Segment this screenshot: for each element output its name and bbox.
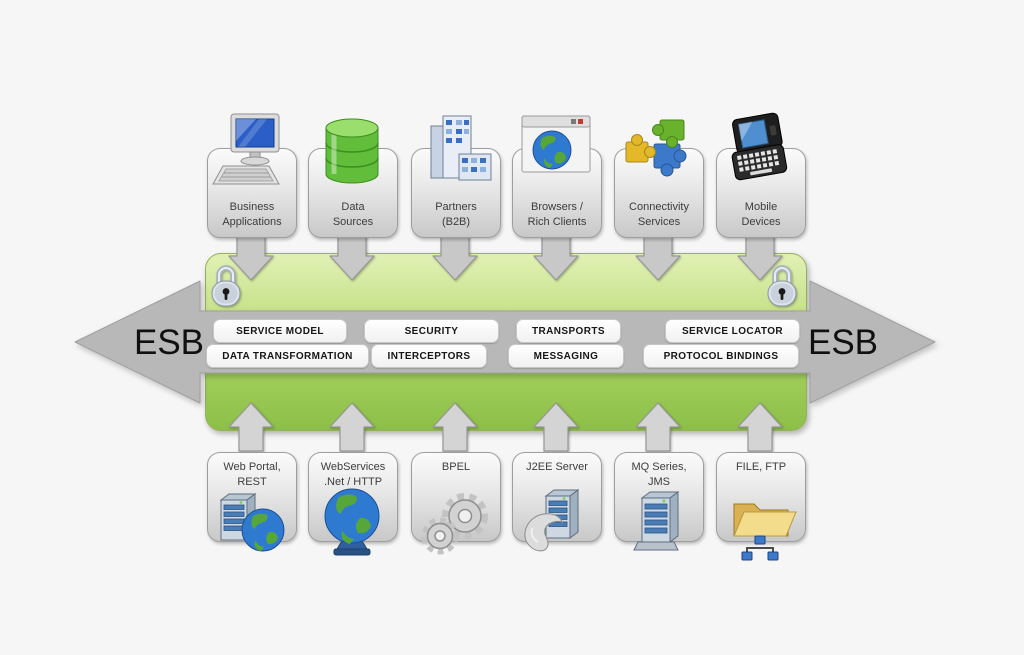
node-label-line2: Devices — [741, 216, 781, 228]
node-label: FILE, FTP — [717, 460, 805, 475]
pill-transports: TRANSPORTS — [516, 319, 621, 343]
esb-label-left: ESB — [133, 323, 205, 362]
up-arrow-icon — [737, 402, 783, 452]
pill-label: TRANSPORTS — [532, 325, 605, 337]
down-arrow-icon — [228, 234, 274, 281]
pill-label: SERVICE MODEL — [236, 325, 324, 337]
node-label-line2: .Net / HTTP — [323, 476, 383, 488]
pill-data-transformation: DATA TRANSFORMATION — [206, 344, 369, 368]
pill-label: SERVICE LOCATOR — [681, 325, 783, 337]
node-label: WebServices .Net / HTTP — [309, 460, 397, 490]
pill-label: DATA TRANSFORMATION — [222, 350, 353, 362]
node-label: Connectivity Services — [615, 200, 703, 230]
node-label-line1: FILE, FTP — [735, 461, 787, 473]
globe-stand-icon — [312, 484, 392, 568]
node-label-line2: Services — [637, 216, 681, 228]
node-label-line2: Sources — [332, 216, 374, 228]
node-label-line2: REST — [237, 476, 267, 488]
pill-messaging: MESSAGING — [508, 344, 624, 368]
browser-globe-icon — [516, 112, 596, 196]
node-label: Mobile Devices — [717, 200, 805, 230]
node-label-line1: Connectivity — [629, 201, 689, 213]
node-label-line2: Rich Clients — [527, 216, 587, 228]
pill-service-model: SERVICE MODEL — [213, 319, 347, 343]
pill-label: MESSAGING — [533, 350, 599, 362]
folder-network-icon — [720, 484, 800, 568]
node-label-line1: Browsers / — [531, 201, 583, 213]
node-label-line1: Business — [229, 201, 275, 213]
node-webservices-net-http: WebServices .Net / HTTP — [308, 452, 398, 542]
up-arrow-icon — [635, 402, 681, 452]
down-arrow-icon — [432, 234, 478, 281]
node-label: Partners (B2B) — [412, 200, 500, 230]
node-label-line1: BPEL — [441, 461, 471, 473]
node-label: MQ Series, JMS — [615, 460, 703, 490]
buildings-icon — [415, 112, 495, 196]
pill-security: SECURITY — [364, 319, 499, 343]
node-label-line1: Mobile — [744, 201, 778, 213]
lock-icon — [766, 261, 798, 307]
node-label: Business Applications — [208, 200, 296, 230]
node-label-line1: Partners — [435, 201, 477, 213]
up-arrow-icon — [533, 402, 579, 452]
server-globe-icon — [211, 484, 291, 568]
esb-label-right: ESB — [807, 323, 879, 362]
down-arrow-icon — [737, 234, 783, 281]
pill-service-locator: SERVICE LOCATOR — [665, 319, 800, 343]
node-label-line1: MQ Series, — [631, 461, 687, 473]
up-arrow-icon — [329, 402, 375, 452]
down-arrow-icon — [533, 234, 579, 281]
mobile-device-icon — [720, 112, 800, 196]
up-arrow-icon — [432, 402, 478, 452]
down-arrow-icon — [635, 234, 681, 281]
pill-interceptors: INTERCEPTORS — [371, 344, 487, 368]
pill-protocol-bindings: PROTOCOL BINDINGS — [643, 344, 799, 368]
node-label: BPEL — [412, 460, 500, 475]
pill-label: SECURITY — [404, 325, 459, 337]
puzzle-icon — [618, 112, 698, 196]
pill-label: PROTOCOL BINDINGS — [663, 350, 779, 362]
node-label-line1: Web Portal, — [223, 461, 281, 473]
node-label-line1: J2EE Server — [526, 461, 588, 473]
down-arrow-icon — [329, 234, 375, 281]
lock-icon — [210, 261, 242, 307]
gears-icon — [415, 484, 495, 568]
computer-icon — [211, 112, 291, 196]
node-label-line2: JMS — [648, 476, 670, 488]
node-label: Web Portal, REST — [208, 460, 296, 490]
node-label-line2: (B2B) — [441, 216, 471, 228]
node-label-line1: WebServices — [320, 461, 386, 473]
server-tower-icon — [618, 484, 698, 568]
bean-server-icon — [516, 484, 596, 568]
node-label-line1: Data — [341, 201, 365, 213]
node-label: J2EE Server — [513, 460, 601, 475]
node-label-line2: Applications — [222, 216, 282, 228]
database-icon — [312, 112, 392, 196]
pill-label: INTERCEPTORS — [387, 350, 471, 362]
up-arrow-icon — [228, 402, 274, 452]
node-label: Data Sources — [309, 200, 397, 230]
node-label: Browsers / Rich Clients — [513, 200, 601, 230]
